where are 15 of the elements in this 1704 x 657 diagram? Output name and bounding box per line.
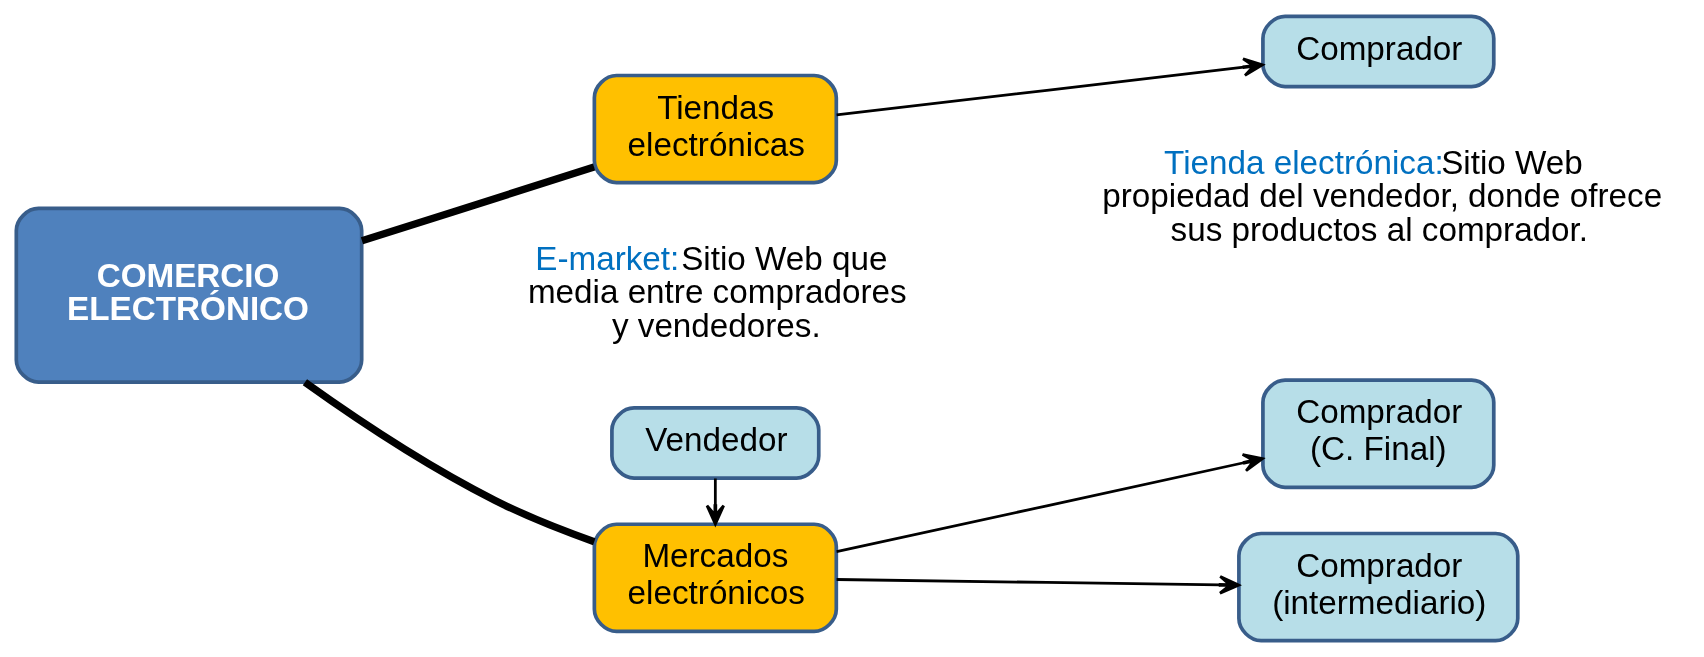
connector bbox=[302, 379, 596, 546]
arrow bbox=[836, 453, 1264, 554]
node-box: Comprador (C. Final) bbox=[1261, 378, 1496, 490]
node-box: Tiendas electrónicas bbox=[592, 73, 839, 185]
node-box: Comprador bbox=[1261, 14, 1496, 89]
node-box: Mercados electrónicos bbox=[592, 522, 839, 634]
arrow bbox=[705, 478, 726, 526]
arrow bbox=[836, 57, 1264, 117]
connector bbox=[360, 163, 596, 245]
node-box: Vendedor bbox=[610, 406, 821, 480]
arrow bbox=[836, 575, 1240, 595]
label: Sitio Web que bbox=[681, 240, 888, 278]
node-box: Comprador (intermediario) bbox=[1237, 531, 1520, 643]
label: E-market: bbox=[535, 240, 680, 278]
node-box: COMERCIO ELECTRÓNICO bbox=[14, 206, 364, 384]
